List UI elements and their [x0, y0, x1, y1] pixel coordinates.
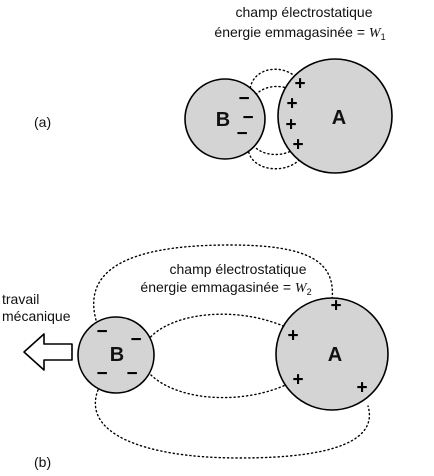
sphere-a-label: A [328, 344, 342, 366]
positive-charge: + [292, 135, 303, 156]
panel-b-caption-text: énergie emmagasinée = [140, 279, 295, 295]
positive-charge: + [356, 378, 367, 399]
negative-charge: − [130, 330, 141, 351]
panel-b-label: (b) [34, 454, 51, 470]
panel-b-field-lines [93, 244, 371, 459]
positive-charge: + [286, 94, 297, 115]
negative-charge: − [238, 89, 249, 110]
positive-charge: + [294, 74, 305, 95]
panel-a-energy-symbol: W [369, 26, 382, 41]
sphere-b [184, 78, 266, 160]
work-label-line1: travail [2, 291, 39, 307]
panel-b-caption-line2: énergie emmagasinée = W2 [140, 279, 311, 297]
panel-a-label: (a) [34, 114, 51, 130]
panel-b-energy-symbol: W [295, 281, 308, 296]
panel-b-caption-line1: champ électrostatique [170, 261, 307, 277]
negative-charge: − [96, 364, 107, 385]
negative-charge: − [242, 108, 253, 129]
field-line [93, 244, 334, 321]
negative-charge: − [96, 322, 107, 343]
field-line [247, 145, 307, 170]
sphere-b-label: B [216, 109, 230, 131]
panel-a: (a) champ électrostatique énergie emmaga… [34, 4, 393, 174]
sphere-b [77, 316, 155, 394]
panel-a-caption-text: énergie emmagasinée = [214, 24, 369, 40]
panel-b: (b) champ électrostatique énergie emmaga… [2, 244, 389, 470]
panel-a-energy-subscript: 1 [381, 32, 386, 42]
sphere-a [275, 297, 389, 411]
sphere-a-label: A [332, 107, 346, 129]
positive-charge: + [287, 326, 298, 347]
panel-b-energy-subscript: 2 [307, 287, 312, 297]
positive-charge: + [285, 115, 296, 136]
work-arrow-icon [23, 333, 73, 371]
panel-a-caption-line2: énergie emmagasinée = W1 [214, 24, 385, 42]
negative-charge: − [126, 364, 137, 385]
work-label-line2: mécanique [2, 308, 71, 324]
negative-charge: − [236, 124, 247, 145]
field-line [94, 389, 371, 459]
positive-charge: + [330, 296, 341, 317]
sphere-b-label: B [110, 344, 124, 366]
field-line [147, 371, 293, 399]
panel-a-caption-line1: champ électrostatique [236, 4, 373, 20]
positive-charge: + [292, 370, 303, 391]
field-line [147, 313, 293, 341]
sphere-a [277, 58, 393, 174]
